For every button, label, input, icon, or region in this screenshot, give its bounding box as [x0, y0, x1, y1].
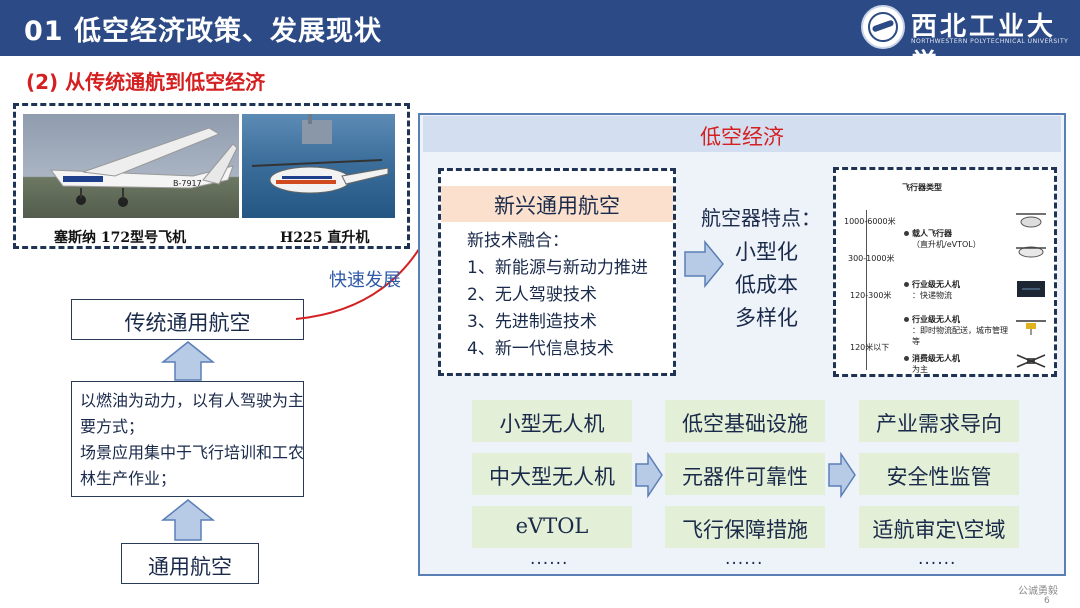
aircraft-type-item: 中大型无人机	[472, 453, 632, 495]
category-detail: 为主	[912, 365, 928, 374]
altitude-label: 120米以下	[850, 343, 890, 352]
up-arrow-upper-icon	[161, 341, 215, 381]
traditional-ga-node: 传统通用航空	[71, 299, 304, 340]
general-aviation-node: 通用航空	[121, 543, 259, 584]
page-number: 6	[1044, 596, 1050, 606]
tech-intro: 新技术融合：	[467, 231, 569, 251]
column-ellipsis: ......	[918, 549, 957, 569]
altitude-label: 120-300米	[850, 291, 892, 300]
title-bar: 01 低空经济政策、发展现状 西北工业大学 NORTHWESTERN POLYT…	[0, 0, 1080, 79]
helicopter-icon	[1016, 213, 1046, 228]
helicopter-caption: H225 直升机	[280, 230, 370, 246]
section-subtitle: (2) 从传统通航到低空经济	[26, 70, 266, 94]
column-ellipsis: ......	[725, 549, 764, 569]
footer-motto: 公诚勇毅	[1018, 586, 1058, 597]
category-detail: ：即时物流配送，城市管理等	[912, 326, 1008, 346]
emerging-ga-title: 新兴通用航空	[494, 194, 620, 218]
infrastructure-item: 元器件可靠性	[665, 453, 825, 495]
photo-frame	[13, 103, 410, 249]
right-arrow-grid-1-icon	[635, 452, 663, 498]
university-emblem	[861, 5, 905, 49]
slide-title: 01 低空经济政策、发展现状	[24, 16, 382, 47]
category-name: 载人飞行器	[912, 229, 952, 238]
grid-item-label: 飞行保障措施	[682, 518, 808, 542]
tech-list: 新技术融合： 1、新能源与新动力推进 2、无人驾驶技术 3、先进制造技术 4、新…	[467, 228, 648, 363]
grid-item-label: 适航审定\空域	[872, 518, 1006, 542]
features-title: 航空器特点：	[701, 206, 821, 230]
consumer-drone-icon	[1016, 354, 1046, 368]
altitude-axis	[866, 210, 867, 370]
description-line-2: 场景应用集中于飞行培训和工农林生产作业；	[80, 443, 305, 488]
evtol-icon	[1016, 246, 1046, 258]
emblem-ring	[868, 12, 898, 42]
category-bullet	[904, 231, 909, 236]
grid-item-label: 产业需求导向	[876, 412, 1002, 436]
cessna-illustration: B-7917	[49, 127, 238, 207]
tech-item: 3、先进制造技术	[467, 312, 597, 332]
grid-item-label: 中大型无人机	[489, 465, 615, 489]
cessna-photo: B-7917	[23, 114, 239, 218]
aircraft-type-item: 小型无人机	[472, 400, 632, 442]
university-name-en: NORTHWESTERN POLYTECHNICAL UNIVERSITY	[911, 38, 1069, 45]
general-aviation-label: 通用航空	[148, 555, 232, 579]
helicopter-illustration	[251, 114, 389, 194]
feature-item: 多样化	[735, 306, 798, 330]
feature-item: 低成本	[735, 273, 798, 297]
altitude-label: 300-1000米	[848, 254, 895, 263]
cessna-caption: 塞斯纳 172型号飞机	[54, 230, 187, 246]
category-detail: ：快递物流	[912, 291, 952, 300]
category-name: 行业级无人机	[912, 315, 960, 324]
description-line-1: 以燃油为动力，以有人驾驶为主要方式；	[80, 391, 305, 436]
delivery-drone-icon	[1016, 320, 1046, 335]
panel-header: 低空经济	[423, 116, 1061, 152]
helicopter-photo	[242, 114, 395, 218]
category-bullet	[904, 317, 909, 322]
right-arrow-grid-2-icon	[828, 452, 856, 498]
altitude-label: 1000-6000米	[844, 217, 896, 226]
grid-item-label: 小型无人机	[499, 412, 605, 436]
category-name: 消费级无人机	[912, 354, 960, 363]
tech-item: 2、无人驾驶技术	[467, 285, 597, 305]
policy-item: 适航审定\空域	[859, 506, 1019, 548]
tech-item: 4、新一代信息技术	[467, 339, 614, 359]
aircraft-type-item: eVTOL	[472, 506, 632, 548]
grid-item-label: eVTOL	[515, 514, 589, 538]
infrastructure-item: 低空基础设施	[665, 400, 825, 442]
panel-title: 低空经济	[700, 125, 784, 149]
grid-item-label: 低空基础设施	[682, 412, 808, 436]
category-bullet	[904, 356, 909, 361]
category-detail: （直升机/eVTOL）	[912, 240, 981, 249]
grid-item-label: 安全性监管	[886, 465, 992, 489]
logistics-drone-icon	[1017, 281, 1045, 297]
traditional-ga-label: 传统通用航空	[124, 311, 251, 335]
category-bullet	[904, 282, 909, 287]
emerging-ga-header: 新兴通用航空	[441, 186, 673, 222]
aircraft-types-title: 飞行器类型	[902, 183, 942, 192]
feature-item: 小型化	[735, 240, 798, 264]
column-ellipsis: ......	[530, 549, 569, 569]
policy-item: 安全性监管	[859, 453, 1019, 495]
rapid-development-label: 快速发展	[329, 270, 401, 291]
right-arrow-features-icon	[684, 240, 724, 288]
grid-item-label: 元器件可靠性	[682, 465, 808, 489]
policy-item: 产业需求导向	[859, 400, 1019, 442]
aircraft-types-chart: 飞行器类型 1000-6000米 300-1000米 120-300米 120米…	[833, 167, 1057, 377]
up-arrow-lower-icon	[161, 499, 215, 541]
category-name: 行业级无人机	[912, 280, 960, 289]
plane-registration: B-7917	[173, 179, 202, 188]
university-name-cn: 西北工业大学	[911, 12, 1057, 79]
tech-item: 1、新能源与新动力推进	[467, 258, 648, 278]
description-box: 以燃油为动力，以有人驾驶为主要方式； 场景应用集中于飞行培训和工农林生产作业；	[71, 381, 304, 497]
infrastructure-item: 飞行保障措施	[665, 506, 825, 548]
